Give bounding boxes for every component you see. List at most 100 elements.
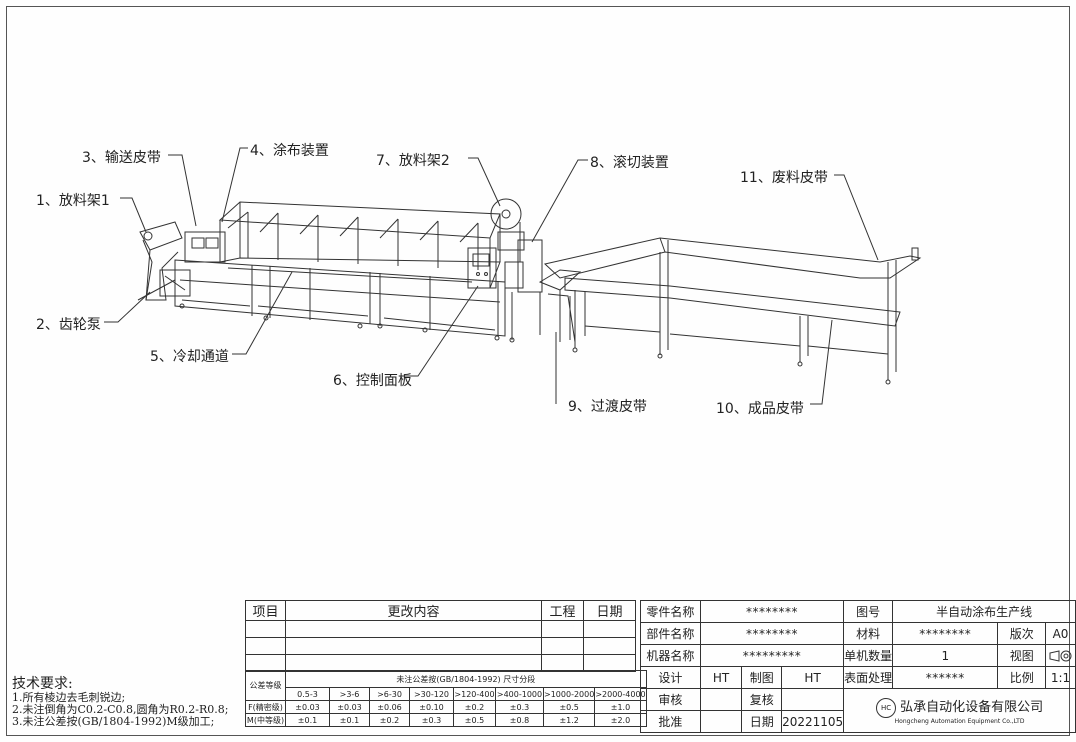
machine-label: 机器名称 (640, 644, 701, 667)
tol-m-cell: ±0.5 (453, 713, 496, 727)
tol-m-cell: ±1.2 (542, 713, 596, 727)
drawing-frame (6, 6, 1070, 736)
tol-m-label: M(中等级) (245, 713, 286, 727)
base-frame (174, 259, 506, 341)
callout-rotary-cutter: 8、滚切装置 (590, 155, 669, 171)
tol-range-cell: >2000-4000 (594, 687, 647, 701)
date-value: 20221105 (781, 710, 845, 733)
company-name: 弘承自动化设备有限公司 (900, 700, 1044, 716)
scale-label: 比例 (997, 666, 1047, 689)
design-value: HT (699, 666, 743, 689)
unwinder-1 (137, 221, 183, 301)
surface-label: 表面处理 (843, 666, 894, 689)
tol-range-cell: >120-400 (453, 687, 496, 701)
tol-f-cell: ±0.03 (285, 700, 330, 714)
product-belt (564, 277, 901, 385)
callout-unwinder-1: 1、放料架1 (36, 193, 110, 209)
tol-range-cell: 0.5-3 (285, 687, 330, 701)
review-label: 审核 (640, 688, 701, 711)
company-logo: HC (876, 697, 897, 718)
qty-value: 1 (892, 644, 999, 667)
callout-transition-belt: 9、过渡皮带 (568, 399, 647, 415)
tol-f-cell: ±0.10 (409, 700, 454, 714)
tol-ranges-row: 0.5-3>3-6>6-30>30-120>120-400>400-1000>1… (246, 687, 647, 701)
company-name-en: Hongcheng Automation Equipment Co.,LTD (894, 717, 1025, 725)
machine-drawing (104, 147, 922, 405)
part-name-label: 零件名称 (640, 600, 701, 623)
callout-product-belt: 10、成品皮带 (716, 401, 804, 417)
drawing-no-value: 半自动涂布生产线 (892, 600, 1076, 623)
tech-line-3: 3.未注公差按(GB/1804-1992)M级加工; (12, 715, 215, 728)
waste-belt (543, 237, 922, 380)
tech-line-2: 2.未注倒角为C0.2-C0.8,圆角为R0.2-R0.8; (12, 703, 229, 716)
tolerance-table: 公差等级 未注公差按(GB/1804-1992) 尺寸分段 0.5-3>3-6>… (245, 670, 647, 727)
tol-range-cell: >400-1000 (495, 687, 544, 701)
tol-m-cell: ±0.8 (495, 713, 544, 727)
cooling-channel-frame (218, 201, 501, 289)
version-label: 版次 (997, 622, 1047, 645)
unwinder-2 (490, 198, 525, 262)
tol-f-cell: ±0.03 (329, 700, 370, 714)
date-label: 日期 (741, 710, 783, 733)
tol-f-cell: ±1.0 (594, 700, 647, 714)
tol-f-label: F(精密级) (245, 700, 286, 714)
check-label: 复核 (741, 688, 783, 711)
revision-table: 项目 更改内容 工程 日期 (245, 600, 636, 672)
part-name-value: ******** (699, 600, 845, 623)
scale-value: 1:1 (1045, 666, 1076, 689)
approve-label: 批准 (640, 710, 701, 733)
rev-header-eng: 工程 (541, 600, 584, 621)
callout-gear-pump: 2、齿轮泵 (36, 317, 101, 333)
rev-header-date: 日期 (583, 600, 636, 621)
tech-title: 技术要求: (12, 676, 73, 692)
tol-grade-label: 公差等级 (245, 670, 286, 701)
tol-m-cell: ±0.2 (369, 713, 410, 727)
draft-value: HT (781, 666, 845, 689)
tol-m-row: M(中等级) ±0.1±0.1±0.2±0.3±0.5±0.8±1.2±2.0 (245, 713, 647, 727)
technical-requirements: 技术要求: 1.所有棱边去毛刺锐边; 2.未注倒角为C0.2-C0.8,圆角为R… (12, 676, 229, 728)
callout-unwinder-2: 7、放料架2 (376, 153, 450, 169)
tol-f-row: F(精密级) ±0.03±0.03±0.06±0.10±0.2±0.3±0.5±… (245, 700, 647, 714)
tol-header: 未注公差按(GB/1804-1992) 尺寸分段 (285, 670, 647, 688)
callout-control-panel: 6、控制面板 (333, 373, 412, 389)
rev-header-change: 更改内容 (285, 600, 542, 621)
component-label: 部件名称 (640, 622, 701, 645)
projection-icon (1045, 644, 1076, 667)
material-value: ******** (892, 622, 999, 645)
design-label: 设计 (640, 666, 701, 689)
machine-value: ********* (699, 644, 845, 667)
control-panel (467, 247, 497, 289)
rotary-cutter (504, 239, 543, 343)
callout-waste-belt: 11、废料皮带 (740, 170, 828, 186)
material-label: 材料 (843, 622, 894, 645)
tol-m-cell: ±0.1 (329, 713, 370, 727)
coating-device (184, 231, 226, 263)
tol-m-cell: ±2.0 (594, 713, 647, 727)
transition-belt (538, 269, 582, 343)
tol-range-cell: >6-30 (369, 687, 410, 701)
title-block: 零件名称 ******** 图号 半自动涂布生产线 部件名称 ******** … (640, 600, 1076, 733)
component-value: ******** (699, 622, 845, 645)
tol-f-cell: ±0.3 (495, 700, 544, 714)
tol-m-cell: ±0.3 (409, 713, 454, 727)
drawing-no-label: 图号 (843, 600, 894, 623)
callout-coating-device: 4、涂布装置 (250, 143, 329, 159)
tol-range-cell: >3-6 (329, 687, 370, 701)
rev-header-item: 项目 (245, 600, 286, 621)
tol-m-cell: ±0.1 (285, 713, 330, 727)
tol-f-cell: ±0.06 (369, 700, 410, 714)
tol-range-cell: >30-120 (409, 687, 454, 701)
callout-conveyor-belt: 3、输送皮带 (82, 150, 161, 166)
tol-range-cell: >1000-2000 (542, 687, 596, 701)
tol-f-cell: ±0.2 (453, 700, 496, 714)
tech-line-1: 1.所有棱边去毛刺锐边; (12, 691, 126, 704)
tol-f-cell: ±0.5 (542, 700, 596, 714)
version-value: A0 (1045, 622, 1076, 645)
leader-lines (104, 147, 879, 405)
qty-label: 单机数量 (843, 644, 894, 667)
surface-value: ****** (892, 666, 999, 689)
view-label: 视图 (997, 644, 1047, 667)
callout-cooling-channel: 5、冷却通道 (150, 349, 229, 365)
